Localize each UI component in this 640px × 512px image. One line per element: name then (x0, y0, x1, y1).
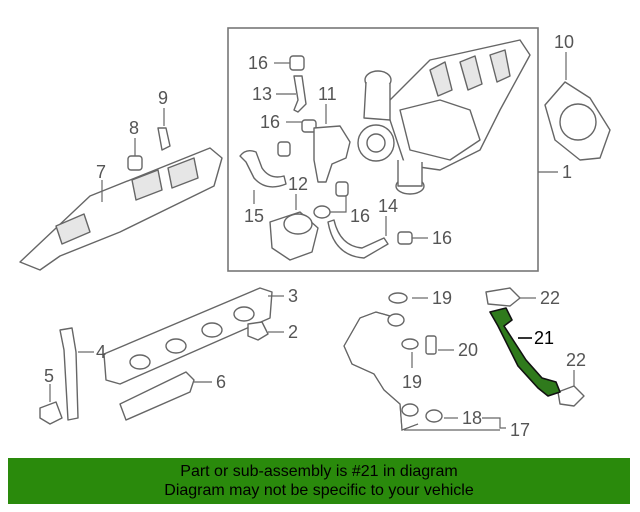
callout-8[interactable]: 8 (129, 118, 139, 138)
callout-22b[interactable]: 22 (566, 350, 586, 370)
banner-line-2: Diagram may not be specific to your vehi… (164, 482, 474, 499)
callout-2[interactable]: 2 (288, 322, 298, 342)
fitting-16b[interactable] (301, 119, 317, 133)
leader-17 (482, 417, 506, 429)
shield-6[interactable] (119, 371, 195, 421)
nut-2[interactable] (247, 321, 269, 341)
callout-18[interactable]: 18 (462, 408, 482, 428)
washer-19b[interactable] (401, 338, 419, 350)
gasket-3[interactable] (103, 287, 273, 385)
info-banner: Part or sub-assembly is #21 in diagram D… (8, 458, 630, 504)
callout-1[interactable]: 1 (562, 162, 572, 182)
turbo-assembly-box (227, 27, 539, 272)
callout-6[interactable]: 6 (216, 372, 226, 392)
hose-13[interactable] (293, 75, 307, 113)
valve-11[interactable] (313, 125, 351, 183)
fitting-16-mid[interactable] (335, 181, 349, 197)
stud-9[interactable] (157, 127, 171, 151)
banner-line-1: Part or sub-assembly is #21 in diagram (180, 463, 458, 480)
callout-13[interactable]: 13 (252, 84, 272, 104)
callout-17[interactable]: 17 (510, 420, 530, 440)
callout-19b[interactable]: 19 (402, 372, 422, 392)
hose-14[interactable] (327, 219, 389, 259)
callout-9[interactable]: 9 (158, 88, 168, 108)
callout-3[interactable]: 3 (288, 286, 298, 306)
washer-19a[interactable] (388, 292, 408, 304)
bracket-5[interactable] (39, 401, 63, 425)
callout-11[interactable]: 11 (318, 84, 337, 104)
callout-20[interactable]: 20 (458, 340, 478, 360)
gasket-22b[interactable] (557, 385, 585, 407)
parts-diagram: 1 10 16 13 16 11 15 12 16 (19, 27, 611, 440)
turbo-manifold[interactable] (357, 39, 531, 195)
actuator-12[interactable] (269, 211, 319, 261)
hose-15[interactable] (239, 149, 287, 188)
leader-16c (330, 196, 347, 213)
gasket-22a[interactable] (485, 287, 521, 307)
callout-4[interactable]: 4 (96, 342, 106, 362)
bracket-4[interactable] (59, 327, 79, 421)
callout-16c[interactable]: 16 (350, 206, 370, 226)
coolant-pipe-21[interactable] (489, 307, 561, 397)
bolt-20[interactable] (425, 335, 437, 355)
callout-5[interactable]: 5 (44, 366, 54, 386)
callout-14[interactable]: 14 (378, 196, 398, 216)
callout-16a[interactable]: 16 (248, 53, 268, 73)
fitting-16d[interactable] (397, 231, 413, 245)
callout-10[interactable]: 10 (554, 32, 574, 52)
callout-7[interactable]: 7 (96, 162, 106, 182)
callout-21[interactable]: 21 (534, 328, 554, 348)
callout-16b[interactable]: 16 (260, 112, 280, 132)
callout-22a[interactable]: 22 (540, 288, 560, 308)
washer-18[interactable] (425, 409, 443, 423)
nut-8[interactable] (127, 155, 143, 171)
ring-16[interactable] (313, 205, 331, 219)
callout-16d[interactable]: 16 (432, 228, 452, 248)
callout-12[interactable]: 12 (288, 174, 308, 194)
callout-19a[interactable]: 19 (432, 288, 452, 308)
fitting-16a[interactable] (289, 55, 305, 71)
callout-15[interactable]: 15 (244, 206, 264, 226)
